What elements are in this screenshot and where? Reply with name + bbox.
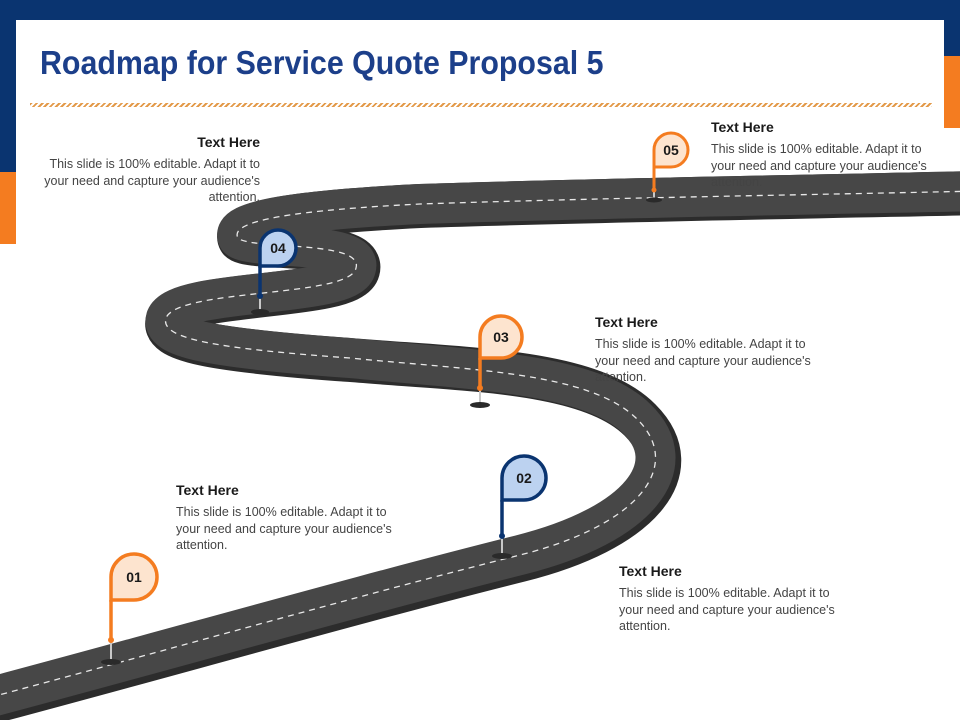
milestone-pin-01: 01 — [101, 552, 159, 665]
milestone-number-05: 05 — [663, 142, 679, 158]
milestone-body-02: This slide is 100% editable. Adapt it to… — [619, 586, 835, 633]
left-orange-accent — [0, 172, 16, 244]
milestone-body-05: This slide is 100% editable. Adapt it to… — [711, 142, 927, 189]
milestone-body-03: This slide is 100% editable. Adapt it to… — [595, 337, 811, 384]
road-center-line — [0, 190, 960, 696]
milestone-body-01: This slide is 100% editable. Adapt it to… — [176, 505, 392, 552]
milestone-heading-01: Text Here — [176, 482, 239, 498]
milestone-pin-03: 03 — [470, 314, 524, 408]
title-divider — [30, 103, 932, 107]
milestone-pin-02: 02 — [492, 454, 548, 559]
milestone-body-04: This slide is 100% editable. Adapt it to… — [44, 157, 260, 204]
milestone-heading-05: Text Here — [711, 119, 774, 135]
milestone-text-04: Text Here This slide is 100% editable. A… — [40, 134, 260, 206]
milestone-text-01: Text Here This slide is 100% editable. A… — [176, 482, 396, 554]
milestone-heading-02: Text Here — [619, 563, 682, 579]
milestone-number-03: 03 — [493, 329, 509, 345]
milestone-text-03: Text Here This slide is 100% editable. A… — [595, 314, 815, 386]
milestone-text-02: Text Here This slide is 100% editable. A… — [619, 563, 839, 635]
top-navy-band — [0, 0, 960, 20]
milestone-pin-04: 04 — [251, 228, 298, 315]
milestone-number-04: 04 — [270, 240, 286, 256]
milestone-number-01: 01 — [126, 569, 142, 585]
right-orange-accent — [944, 56, 960, 128]
milestone-pin-05: 05 — [646, 131, 690, 203]
milestone-heading-04: Text Here — [197, 134, 260, 150]
milestone-heading-03: Text Here — [595, 314, 658, 330]
page-title: Roadmap for Service Quote Proposal 5 — [40, 44, 604, 81]
milestone-number-02: 02 — [516, 470, 532, 486]
milestone-text-05: Text Here This slide is 100% editable. A… — [711, 119, 931, 191]
